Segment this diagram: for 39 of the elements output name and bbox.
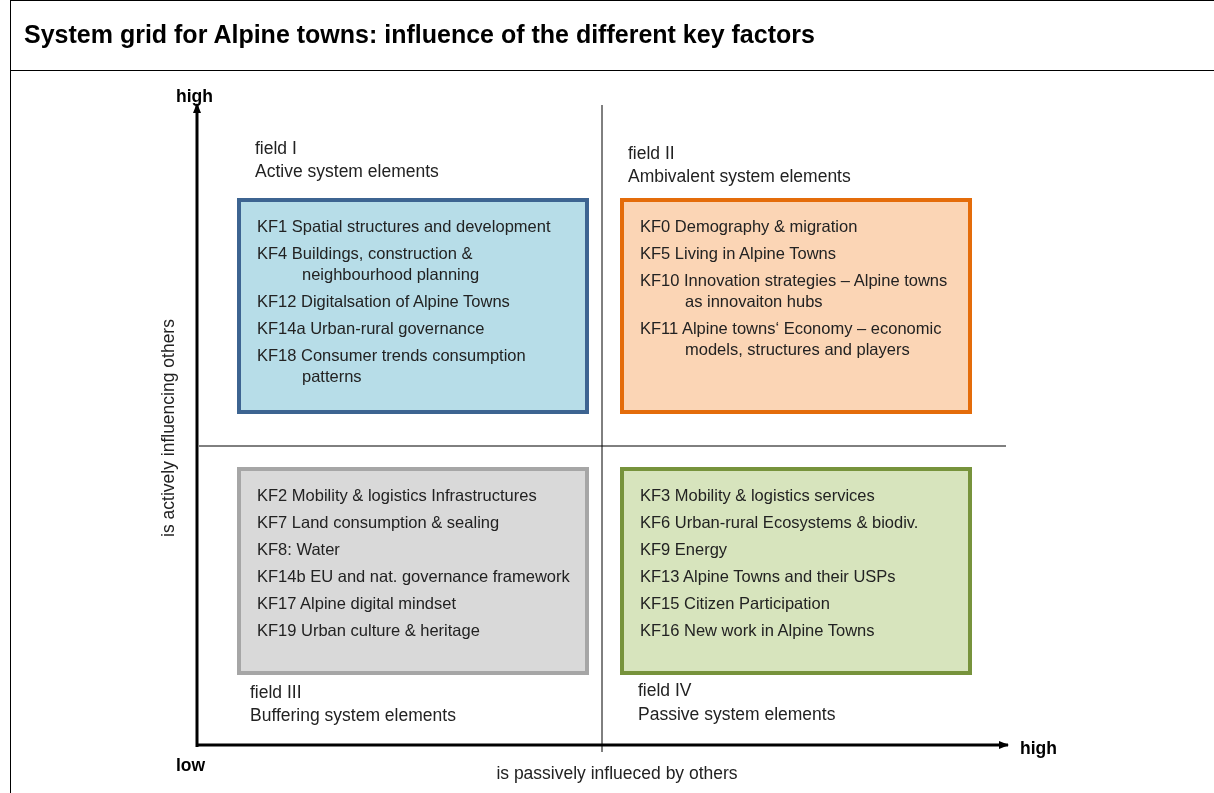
key-factor-text: KF9 Energy [640,539,729,560]
key-factor-text: KF4 Buildings, construction & neighbourhood planning [257,243,481,285]
key-factor-text: KF8: Water [257,539,341,560]
key-factor-text: KF12 Digitalsation of Alpine Towns [257,291,511,312]
field-label: Active system elements [255,161,439,182]
key-factor-text: KF11 Alpine towns‘ Economy – economic models, structures and players [640,318,943,360]
field-label: Passive system elements [638,704,836,725]
key-factor-text: KF2 Mobility & logistics Infrastructures [257,485,538,506]
field-label: field I [255,138,297,159]
key-factor-text: KF13 Alpine Towns and their USPs [640,566,897,587]
key-factor-text: KF18 Consumer trends consumption patterns [257,345,527,387]
key-factor-text: KF1 Spatial structures and development [257,216,552,237]
key-factor-text: KF7 Land consumption & sealing [257,512,501,533]
field-label: Ambivalent system elements [628,166,851,187]
key-factor-text: KF19 Urban culture & heritage [257,620,481,641]
factor-box [620,198,972,414]
key-factor-text: KF3 Mobility & logistics services [640,485,876,506]
field-label: field III [250,682,302,703]
factor-box [237,198,589,414]
axis-label: high [176,86,213,107]
key-factor-text: KF17 Alpine digital mindset [257,593,458,614]
axis-label: low [176,755,206,776]
title: System grid for Alpine towns: influence of the different key factors [24,20,815,49]
key-factor-text: KF10 Innovation strategies – Alpine towns as innovaiton hubs [640,270,949,312]
field-label: Buffering system elements [250,705,456,726]
key-factor-text: KF15 Citizen Participation [640,593,831,614]
axis-title: is passively influeced by others [496,763,738,784]
field-label: field IV [638,680,692,701]
axis-title: is actively influencing others [157,319,179,537]
axis-label: high [1020,738,1057,759]
factor-box [237,467,589,675]
key-factor-text: KF14b EU and nat. governance framework [257,566,571,587]
key-factor-text: KF5 Living in Alpine Towns [640,243,837,264]
factor-box [620,467,972,675]
field-label: field II [628,143,675,164]
key-factor-text: KF16 New work in Alpine Towns [640,620,876,641]
key-factor-text: KF14a Urban-rural governance [257,318,486,339]
key-factor-text: KF6 Urban-rural Ecosystems & biodiv. [640,512,920,533]
key-factor-text: KF0 Demography & migration [640,216,859,237]
